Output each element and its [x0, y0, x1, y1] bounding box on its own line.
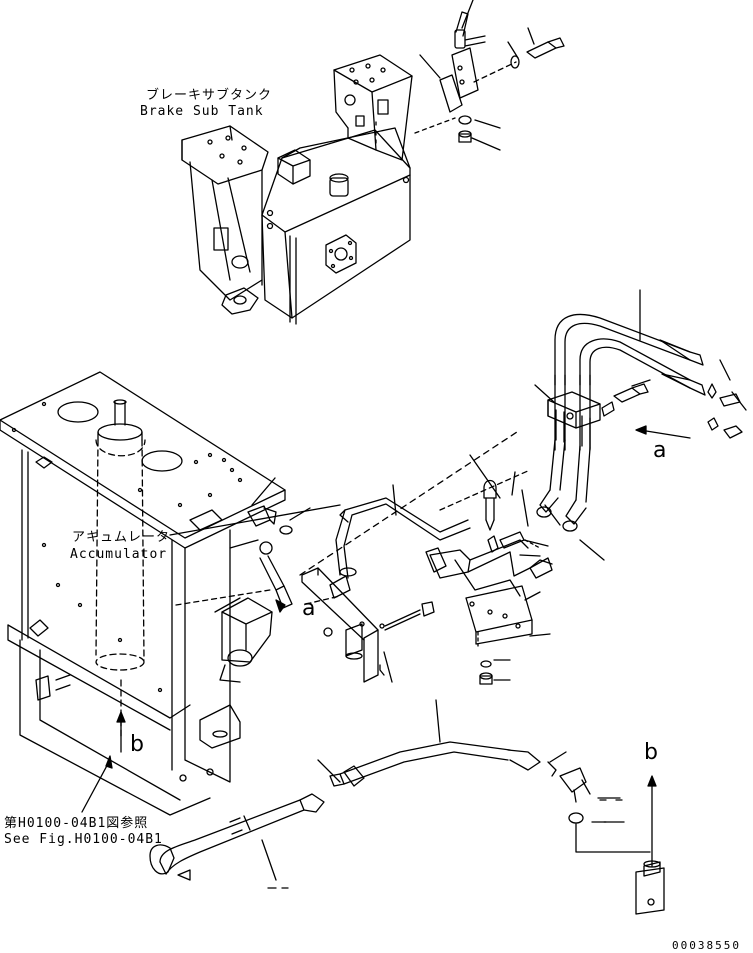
brake-sub-tank-jp-label: ブレーキサブタンク — [146, 88, 273, 103]
bottom-hoses — [81, 699, 665, 915]
see-fig-jp-label: 第H0100-04B1図参照 — [4, 816, 149, 831]
brake-sub-tank — [181, 54, 413, 325]
right-hose-assembly — [534, 289, 747, 561]
drawing-number: 00038550 — [672, 939, 741, 952]
ref-letter-a-right: a — [653, 438, 667, 463]
ref-letter-a-left: a — [302, 596, 316, 621]
middle-fittings — [425, 454, 553, 685]
see-fig-en-label: See Fig.H0100-04B1 — [4, 832, 163, 847]
brake-sub-tank-en-label: Brake Sub Tank — [140, 104, 264, 119]
accumulator-jp-label: アキュムレータ — [72, 530, 171, 545]
accumulator-frame — [0, 371, 286, 816]
ref-letter-b-right: b — [644, 740, 658, 765]
accumulator-valve — [175, 477, 311, 683]
center-bracket — [301, 484, 471, 683]
accumulator-en-label: Accumulator — [70, 547, 168, 562]
top-clamp-bolt — [414, 0, 565, 151]
ref-letter-b-left: b — [130, 732, 144, 757]
